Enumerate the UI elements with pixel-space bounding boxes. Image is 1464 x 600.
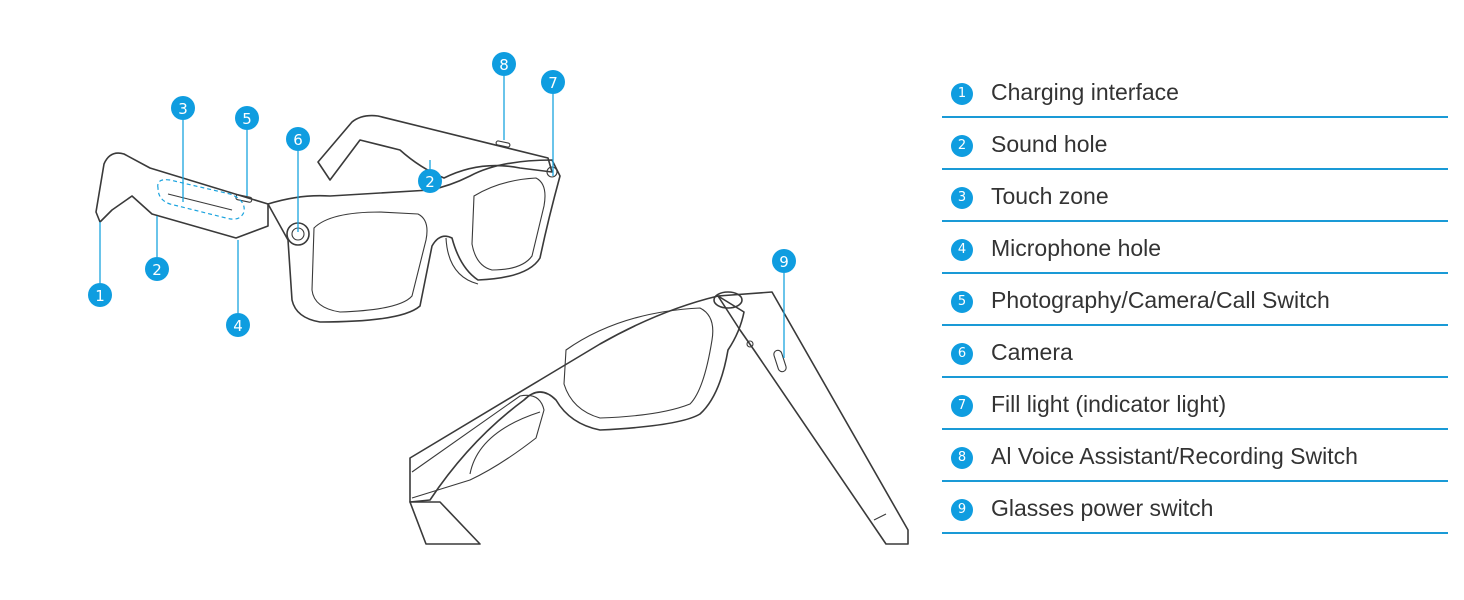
callout-7: 7 — [541, 70, 565, 94]
svg-text:6: 6 — [293, 131, 303, 149]
parts-legend: 1 Charging interface 2 Sound hole 3 Touch z… — [942, 68, 1448, 536]
legend-number: 1 — [951, 83, 973, 105]
legend-item: 7 Fill light (indicator light) — [942, 380, 1448, 430]
svg-text:5: 5 — [242, 110, 252, 128]
legend-item: 5 Photography/Camera/Call Switch — [942, 276, 1448, 326]
callout-2-temple: 2 — [145, 257, 169, 281]
svg-text:8: 8 — [499, 56, 509, 74]
legend-item: 9 Glasses power switch — [942, 484, 1448, 534]
svg-text:3: 3 — [178, 100, 188, 118]
leader-lines — [99, 76, 785, 358]
legend-number: 5 — [951, 291, 973, 313]
glasses-diagram: 1 2 2 3 4 5 6 7 8 9 — [88, 52, 909, 545]
legend-number: 4 — [951, 239, 973, 261]
callout-1: 1 — [88, 283, 112, 307]
legend-number: 6 — [951, 343, 973, 365]
callout-2-frame: 2 — [418, 169, 442, 193]
legend-item: 6 Camera — [942, 328, 1448, 378]
glasses-rear-view — [409, 291, 909, 545]
legend-label: Glasses power switch — [991, 495, 1214, 521]
legend-label: Touch zone — [991, 183, 1109, 209]
svg-text:9: 9 — [779, 253, 789, 271]
svg-text:4: 4 — [233, 317, 243, 335]
legend-number: 2 — [951, 135, 973, 157]
legend-item: 2 Sound hole — [942, 120, 1448, 170]
legend-label: Camera — [991, 339, 1073, 365]
legend-label: Microphone hole — [991, 235, 1162, 261]
legend-item: 3 Touch zone — [942, 172, 1448, 222]
callout-9: 9 — [772, 249, 796, 273]
legend-number: 8 — [951, 447, 973, 469]
legend-number: 9 — [951, 499, 973, 521]
svg-text:2: 2 — [152, 261, 162, 279]
callout-4: 4 — [226, 313, 250, 337]
legend-item: 4 Microphone hole — [942, 224, 1448, 274]
svg-text:7: 7 — [548, 74, 558, 92]
svg-text:1: 1 — [95, 287, 105, 305]
legend-item: 8 Al Voice Assistant/Recording Switch — [942, 432, 1448, 482]
legend-label: Sound hole — [991, 131, 1108, 157]
callout-3: 3 — [171, 96, 195, 120]
glasses-front-view — [95, 114, 561, 323]
legend-label: Photography/Camera/Call Switch — [991, 287, 1330, 313]
legend-label: Al Voice Assistant/Recording Switch — [991, 443, 1358, 469]
svg-text:2: 2 — [425, 173, 435, 191]
callout-8: 8 — [492, 52, 516, 76]
legend-label: Charging interface — [991, 79, 1179, 105]
legend-number: 3 — [951, 187, 973, 209]
legend-label: Fill light (indicator light) — [991, 391, 1227, 417]
callout-6: 6 — [286, 127, 310, 151]
legend-item: 1 Charging interface — [942, 68, 1448, 118]
callout-5: 5 — [235, 106, 259, 130]
legend-number: 7 — [951, 395, 973, 417]
